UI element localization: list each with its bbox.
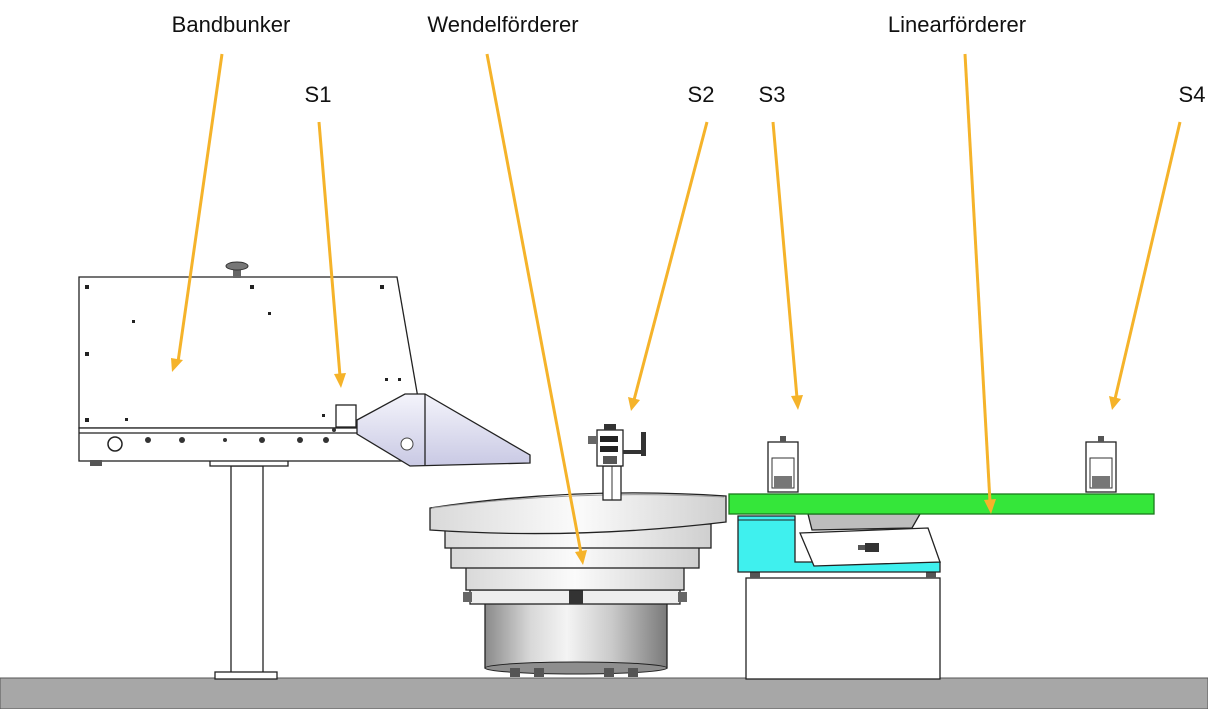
bandbunker-machine xyxy=(78,261,531,680)
label-s1: S1 xyxy=(305,82,332,107)
floor xyxy=(0,677,1208,709)
label-s3: S3 xyxy=(759,82,786,107)
linearfoerderer-machine xyxy=(728,436,1155,680)
label-wendelfoerderer: Wendelförderer xyxy=(427,12,578,37)
linear-rail xyxy=(728,493,1155,515)
label-s4: S4 xyxy=(1179,82,1206,107)
label-bandbunker: Bandbunker xyxy=(172,12,291,37)
label-s2: S2 xyxy=(688,82,715,107)
label-linearfoerderer: Linearförderer xyxy=(888,12,1026,37)
label-arrows xyxy=(171,53,1182,565)
wendelfoerderer-machine xyxy=(429,424,727,677)
